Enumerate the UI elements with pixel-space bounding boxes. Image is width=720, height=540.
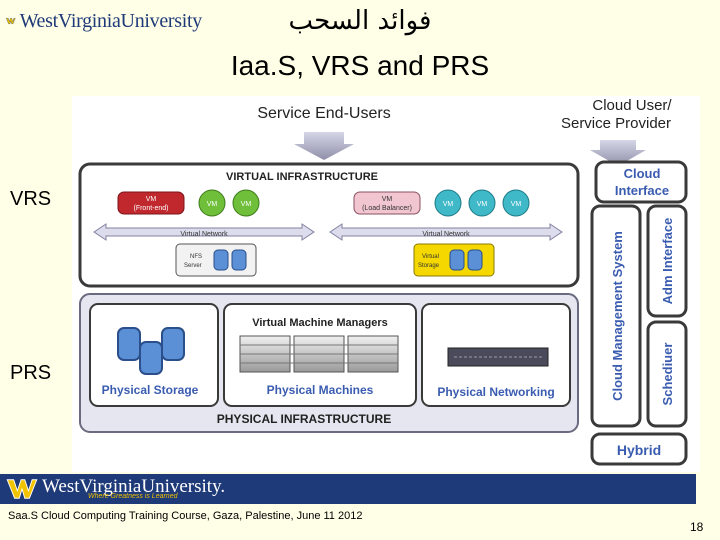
svg-text:VM: VM [477, 201, 488, 208]
disk-icon [449, 249, 465, 271]
svg-text:VM: VM [511, 201, 522, 208]
vm-node [434, 189, 462, 217]
svg-text:Virtual Network: Virtual Network [422, 231, 470, 238]
svg-text:VM: VM [443, 201, 454, 208]
page-number: 18 [690, 520, 704, 534]
down-arrow-icon [294, 132, 354, 160]
footer-band: WestVirginiaUniversity. Where Greatness … [0, 474, 696, 504]
svg-text:Server: Server [184, 263, 202, 269]
cloud-interface-box [594, 160, 688, 204]
vm-managers-label: Virtual Machine Managers [252, 317, 388, 329]
disk-icon [139, 341, 163, 375]
wvu-logo: WestVirginiaUniversity [6, 6, 202, 36]
scheduler-label: Schediuer [660, 343, 675, 406]
physical-networking-label: Physical Networking [437, 385, 554, 399]
virtual-network-arrow [93, 223, 315, 241]
virtual-network-arrow [329, 223, 563, 241]
svg-text:NFS: NFS [190, 254, 202, 260]
cloud-management-system-box [590, 204, 642, 428]
physical-storage-label: Physical Storage [102, 383, 199, 397]
svg-text:Virtual: Virtual [422, 254, 439, 260]
adm-interface-label: Adm Interface [660, 218, 675, 305]
svg-text:VM: VM [146, 196, 157, 203]
cloud-architecture-diagram: Service End-Users Cloud User/ Service Pr… [72, 96, 700, 472]
slide-title: Iaa.S, VRS and PRS [230, 50, 490, 81]
svg-text:Storage: Storage [418, 263, 440, 269]
svg-text:Cloud: Cloud [624, 166, 661, 181]
vm-load-balancer [353, 191, 421, 215]
prs-label: PRS [10, 362, 52, 384]
disk-icon [231, 249, 247, 271]
svg-text:VM: VM [241, 201, 252, 208]
cloud-user-label: Cloud User/ Service Provider [561, 97, 672, 132]
svg-text:Interface: Interface [615, 183, 669, 198]
network-switch-icon [447, 347, 549, 367]
physical-infrastructure-label: PHYSICAL INFRASTRUCTURE [217, 412, 391, 426]
disk-icon [161, 327, 185, 361]
adm-interface-box [646, 204, 688, 318]
footer-tagline: Where Greatness is Learned [88, 493, 178, 500]
virtual-infrastructure-label: VIRTUAL INFRASTRUCTURE [226, 171, 378, 183]
footer-logo-text: WestVirginiaUniversity. [42, 476, 226, 497]
vm-node [502, 189, 530, 217]
flying-wv-icon [6, 479, 38, 499]
wvu-logo-text: WestVirginiaUniversity [19, 9, 203, 32]
diagram-canvas: Service End-Users Cloud User/ Service Pr… [78, 97, 688, 466]
course-text: Saa.S Cloud Computing Training Course, G… [8, 510, 363, 522]
hybrid-box [590, 432, 688, 466]
hybrid-label: Hybrid [617, 442, 661, 458]
svg-text:(Load Balancer): (Load Balancer) [362, 205, 412, 212]
svg-text:Cloud User/: Cloud User/ [592, 97, 672, 114]
slide-title-arabic: فوائد السحب [288, 6, 432, 36]
svg-text:VM: VM [382, 196, 393, 203]
svg-text:Virtual Network: Virtual Network [180, 231, 228, 238]
service-end-users-label: Service End-Users [257, 105, 390, 122]
vm-node [232, 189, 260, 217]
svg-text:Service Provider: Service Provider [561, 115, 671, 132]
vm-front-end [117, 191, 185, 215]
svg-text:VM: VM [207, 201, 218, 208]
vrs-label: VRS [10, 188, 52, 210]
cloud-management-system-label: Cloud Management System [610, 231, 625, 401]
flying-wv-icon [6, 18, 16, 24]
disk-icon [467, 249, 483, 271]
disk-icon [117, 327, 141, 361]
vm-node [198, 189, 226, 217]
down-arrow-icon [590, 140, 646, 166]
svg-text:(Front-end): (Front-end) [133, 205, 168, 212]
scheduler-box [646, 320, 688, 428]
physical-machines-label: Physical Machines [267, 383, 374, 397]
vm-node [468, 189, 496, 217]
server-racks [239, 335, 399, 373]
disk-icon [213, 249, 229, 271]
